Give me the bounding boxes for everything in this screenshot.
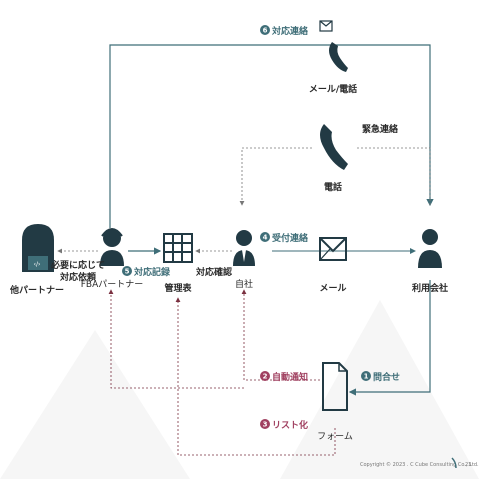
step-number-3: 3 <box>263 421 268 429</box>
label-taiou-kiroku: 対応記録 <box>133 266 171 278</box>
node-jisha: 自社 <box>233 230 255 290</box>
label-form: フォーム <box>317 431 353 442</box>
step-number-5: 5 <box>125 268 130 276</box>
footer-page: 23 <box>465 462 471 468</box>
node-phone: 電話 <box>320 124 348 193</box>
label-list-ka: リスト化 <box>272 419 308 431</box>
node-mail: メール <box>319 237 347 294</box>
edge-taiou-renraku <box>109 44 434 228</box>
label-jisha: 自社 <box>235 278 253 290</box>
step-number-6: 6 <box>263 27 268 35</box>
document-icon <box>322 362 348 411</box>
edge-toiawase <box>348 280 431 396</box>
envelope-icon <box>319 237 347 261</box>
step-badge-5 <box>122 266 132 276</box>
step-number-2: 2 <box>263 373 268 381</box>
businessman-icon <box>236 230 252 246</box>
label-toiawase: 問合せ <box>373 371 400 383</box>
label-fba-partner: FBAパートナー <box>81 279 144 290</box>
phone-icon <box>320 124 348 170</box>
label-mail: メール <box>319 283 346 294</box>
step-badge-3 <box>260 419 270 429</box>
bg-triangle <box>280 300 479 479</box>
label-other-partner: 他パートナー <box>9 284 64 296</box>
edge-jidou-tsuchi-fba <box>108 289 244 389</box>
grid-icon <box>163 233 193 263</box>
bg-triangle <box>0 330 190 479</box>
edge-list-ka <box>175 297 336 456</box>
label-taiou-irai-1: 必要に応じて <box>50 259 105 271</box>
step-badge-2 <box>260 371 270 381</box>
logo-icon <box>451 457 457 469</box>
label-uketsuke: 受付連絡 <box>272 232 309 244</box>
footer-copyright: Copyright © 2023 . C Cube Consulting Co.… <box>360 461 479 468</box>
step-number-1: 1 <box>364 373 369 381</box>
svg-text:‹/›: ‹/› <box>34 261 41 268</box>
operator-icon <box>103 229 121 247</box>
phone-small-icon <box>329 42 348 72</box>
node-riyou: 利用会社 <box>411 229 448 294</box>
step-number-4: 4 <box>263 234 268 242</box>
label-mail-phone: メール/電話 <box>309 83 357 95</box>
label-taiou-renraku: 対応連絡 <box>271 25 309 37</box>
person-icon <box>422 229 438 245</box>
label-taiou-kakunin: 対応確認 <box>195 266 232 278</box>
edge-jidou-tsuchi <box>241 289 320 381</box>
node-other-partner: ‹/› 他パートナー <box>9 224 64 296</box>
edge-kinkyu-down <box>239 147 312 206</box>
label-kanri: 管理表 <box>164 282 192 294</box>
step-badge-1 <box>361 371 371 381</box>
node-mail-phone: メール/電話 <box>309 20 357 95</box>
label-phone: 電話 <box>324 181 342 193</box>
envelope-small-icon <box>319 20 333 32</box>
node-kanri: 管理表 <box>163 233 193 294</box>
label-jidou-tsuchi: 自動通知 <box>272 371 308 383</box>
step-badge-4 <box>260 232 270 242</box>
edge-kinkyu <box>355 147 431 205</box>
laptop-icon <box>28 256 48 270</box>
label-kinkyu: 緊急連絡 <box>362 123 399 135</box>
label-riyou: 利用会社 <box>411 282 448 294</box>
step-badge-6 <box>260 25 270 35</box>
node-form: フォーム <box>317 362 353 442</box>
label-taiou-irai-2: 対応依頼 <box>59 271 97 283</box>
node-fba-partner: FBAパートナー <box>81 228 144 290</box>
